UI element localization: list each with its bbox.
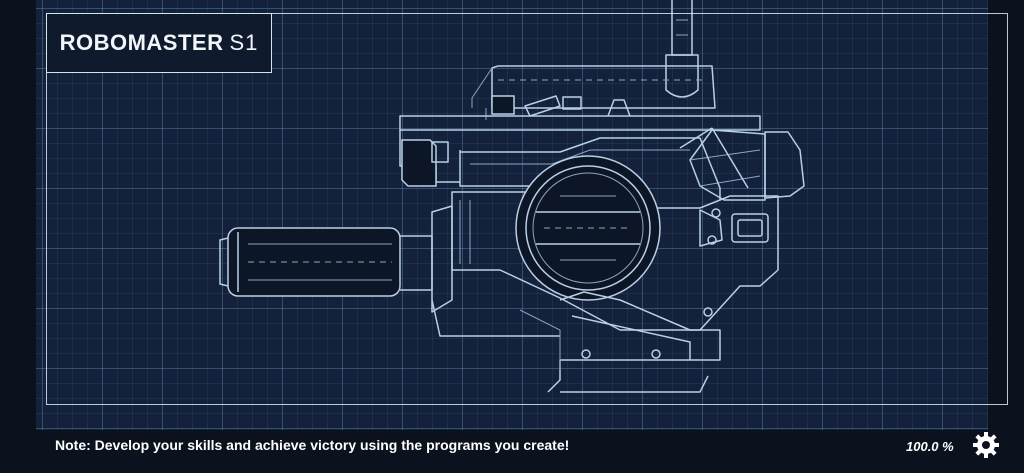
gear-icon [973,432,999,458]
right-edge-panel [988,0,1024,473]
bottom-status-bar: Note: Develop your skills and achieve vi… [0,430,1024,473]
app-title-main: ROBOMASTER [59,30,224,55]
blueprint-frame [46,13,1008,405]
footer-note: Note: Develop your skills and achieve vi… [55,437,570,453]
left-edge-panel [0,0,36,473]
settings-button[interactable] [973,432,999,458]
app-title-suffix: S1 [229,30,259,55]
progress-percentage: 100.0 % [906,439,954,454]
